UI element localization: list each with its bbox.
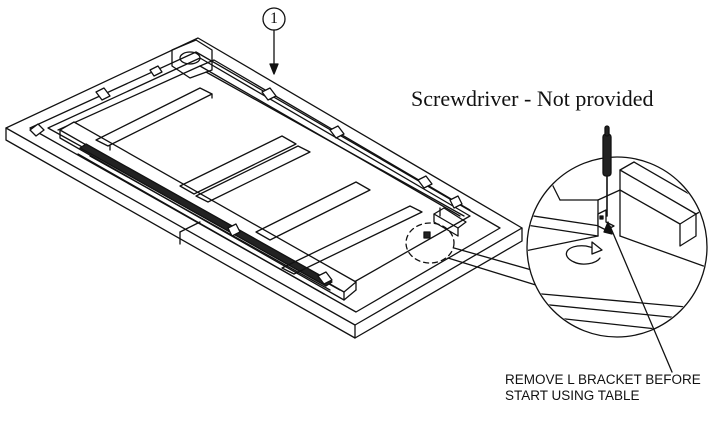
part-leader xyxy=(262,7,286,75)
table-top-frame xyxy=(5,37,523,339)
part-number-callout: 1 xyxy=(270,10,278,27)
tool-note-label: Screwdriver - Not provided xyxy=(411,86,654,111)
detail-highlight-circle xyxy=(405,222,455,264)
screwdriver-icon xyxy=(602,125,612,217)
far-rail xyxy=(199,59,471,217)
l-bracket-icon xyxy=(597,209,615,231)
cross-braces xyxy=(95,87,423,275)
warning-line-1: REMOVE L BRACKET BEFORE xyxy=(505,372,701,387)
warning-label: REMOVE L BRACKET BEFORE START USING TABL… xyxy=(505,372,701,404)
frame-clips xyxy=(29,65,463,285)
warning-line-2: START USING TABLE xyxy=(505,388,640,403)
magnified-detail xyxy=(526,125,708,338)
side-rail xyxy=(59,121,357,301)
warning-leader xyxy=(603,221,673,373)
leg-corner xyxy=(423,207,467,239)
clockwise-rotation-arrow-icon xyxy=(565,241,603,265)
